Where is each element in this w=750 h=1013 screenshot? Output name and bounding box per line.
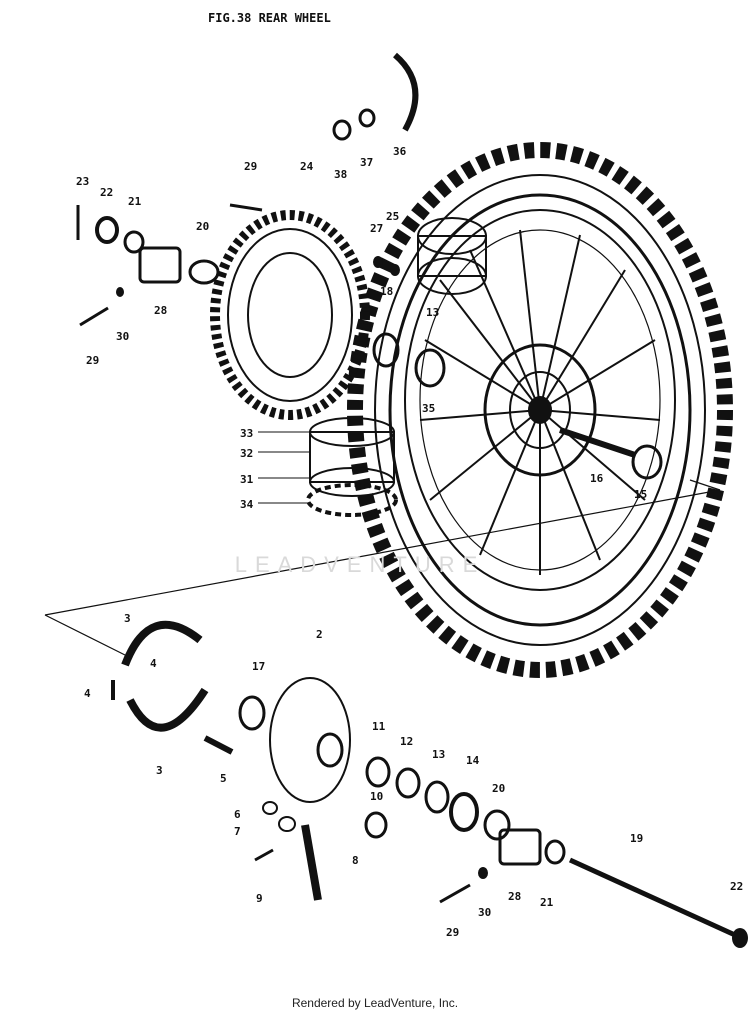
part-label: 35 [422, 402, 435, 415]
part-label: 28 [508, 890, 521, 903]
part-label: 36 [393, 145, 407, 158]
wheel-rim-spokes [404, 209, 676, 591]
part-label: 33 [240, 427, 253, 440]
diagram-title: FIG.38 REAR WHEEL [208, 11, 331, 25]
part-label: 13 [426, 306, 439, 319]
part-label: 7 [234, 825, 241, 838]
part-label: 21 [540, 896, 554, 909]
part-label: 20 [196, 220, 209, 233]
upper-hardware [76, 52, 663, 480]
part-label: 10 [370, 790, 383, 803]
part-label: 2 [316, 628, 323, 641]
part-label: 29 [244, 160, 257, 173]
render-credit: Rendered by LeadVenture, Inc. [291, 996, 459, 1010]
part-label: 22 [100, 186, 113, 199]
part-label: 31 [240, 473, 254, 486]
part-label: 32 [240, 447, 253, 460]
part-label: 27 [370, 222, 383, 235]
part-label: 15 [634, 488, 647, 501]
lower-hardware [254, 756, 748, 948]
part-label: 3 [124, 612, 131, 625]
part-label: 30 [116, 330, 129, 343]
part-label: 4 [150, 657, 157, 670]
part-label: 11 [372, 720, 386, 733]
part-label: 30 [478, 906, 491, 919]
part-label: 34 [240, 498, 254, 511]
part-label: 25 [386, 210, 399, 223]
part-label: 4 [84, 687, 91, 700]
part-label: 18 [380, 285, 393, 298]
part-label: 37 [360, 156, 373, 169]
part-label: 13 [432, 748, 445, 761]
part-label: 20 [492, 782, 505, 795]
part-label: 17 [252, 660, 265, 673]
part-label: 22 [730, 880, 743, 893]
brake-panel [203, 677, 351, 901]
part-labels: 23 22 21 20 29 24 27 25 38 37 36 28 30 2… [76, 145, 743, 939]
part-label: 5 [220, 772, 227, 785]
rear-tire [347, 142, 733, 678]
part-label: 21 [128, 195, 142, 208]
part-label: 29 [86, 354, 99, 367]
part-label: 8 [352, 854, 359, 867]
wheel-hub [483, 343, 636, 477]
leader-lines [258, 431, 310, 504]
rear-sprocket [210, 203, 370, 420]
part-label: 19 [630, 832, 643, 845]
part-label: 29 [446, 926, 459, 939]
part-label: 23 [76, 175, 89, 188]
perspective-plane [44, 479, 721, 656]
part-label: 28 [154, 304, 167, 317]
part-label: 9 [256, 892, 263, 905]
part-label: 6 [234, 808, 241, 821]
part-label: 38 [334, 168, 347, 181]
part-label: 14 [466, 754, 480, 767]
part-label: 3 [156, 764, 163, 777]
part-label: 12 [400, 735, 413, 748]
brake-shoes [121, 620, 209, 732]
part-label: 24 [300, 160, 314, 173]
part-label: 16 [590, 472, 604, 485]
